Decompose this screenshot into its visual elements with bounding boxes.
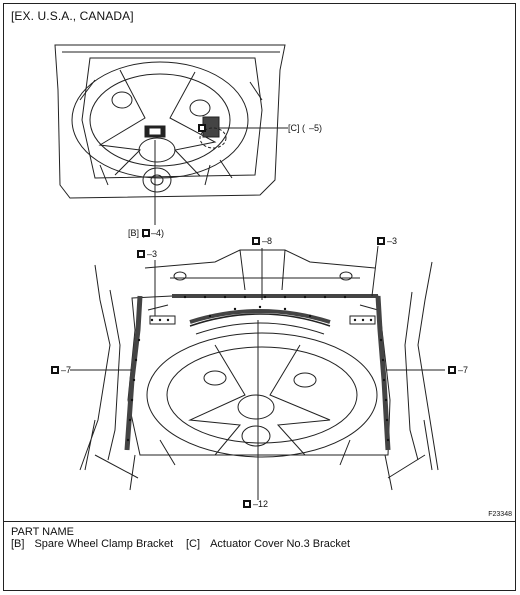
callout-right-mid: –7	[458, 365, 468, 375]
callout-c-ref: –5	[309, 123, 319, 133]
svg-text:[C] (: [C] (	[288, 123, 305, 133]
part-code-b: [B]	[11, 538, 25, 550]
svg-text:–4): –4)	[151, 228, 164, 238]
part-label-b: Spare Wheel Clamp Bracket	[34, 538, 174, 550]
figure-code: F23348	[488, 511, 512, 518]
callout-left-top: –3	[147, 249, 157, 259]
callout-b-prefix: [B] (	[128, 228, 145, 238]
svg-text:–5): –5)	[309, 123, 322, 133]
upper-floor-pan	[54, 44, 288, 225]
leader-lines	[70, 245, 445, 500]
callout-left-mid: –7	[61, 365, 71, 375]
part-label-c: Actuator Cover No.3 Bracket	[210, 538, 351, 550]
callout-markers	[51, 124, 456, 508]
callout-c-prefix: [C] (	[288, 123, 305, 133]
callout-top-center: –8	[262, 236, 272, 246]
part-name-item-b: [B] Spare Wheel Clamp Bracket	[11, 538, 173, 550]
part-code-c: [C]	[186, 538, 201, 550]
sealer-path	[124, 294, 391, 451]
callout-c-suffix: )	[319, 123, 322, 133]
weld-points	[126, 295, 390, 442]
callout-right-top: –3	[387, 236, 397, 246]
diagram-heading: [EX. U.S.A., CANADA]	[11, 9, 134, 23]
svg-text:[B] (: [B] (	[128, 228, 145, 238]
callout-b-ref: –4	[151, 228, 161, 238]
callout-b-suffix: )	[161, 228, 164, 238]
callout-bottom: –12	[253, 499, 268, 509]
legend-divider	[3, 521, 516, 522]
part-name-item-c: [C] Actuator Cover No.3 Bracket	[186, 538, 350, 550]
part-name-title: PART NAME	[11, 526, 74, 538]
diagram-frame	[3, 3, 516, 591]
